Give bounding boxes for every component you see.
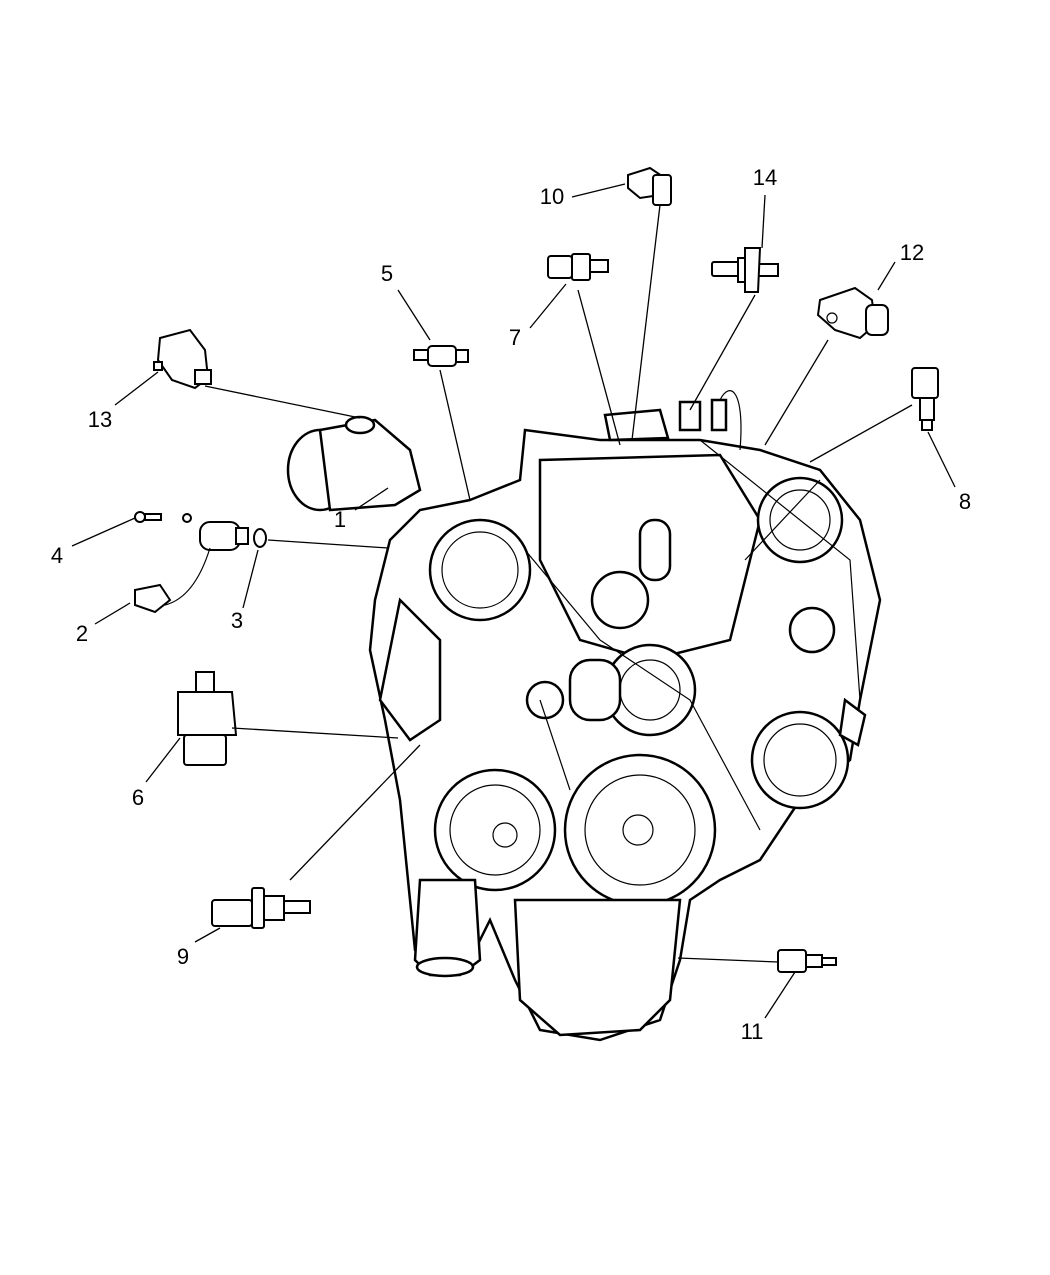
callout-1: 1 [333,507,347,532]
part-14 [711,247,779,293]
leader-lines [71,183,956,1019]
callout-5: 5 [380,261,394,286]
callout-11: 11 [740,1019,764,1044]
part-8 [911,367,939,431]
part-crank-sensor-with-harness [134,521,249,614]
part-9 [211,887,311,929]
part-4 [134,511,192,523]
callout-10: 10 [539,184,565,209]
callout-2: 2 [75,621,89,646]
callout-3: 3 [230,608,244,633]
part-6 [177,671,238,766]
part-11 [777,949,837,973]
callout-7: 7 [508,325,522,350]
part-12 [816,286,889,340]
engine-block [286,390,882,1042]
part-13 [153,328,212,390]
callout-14: 14 [752,165,778,190]
part-10 [627,166,672,206]
part-7 [547,253,609,281]
callout-6: 6 [131,785,145,810]
callout-9: 9 [176,944,190,969]
part-5 [413,345,469,367]
callout-8: 8 [958,489,972,514]
part-3 [253,528,267,548]
callout-13: 13 [87,407,113,432]
callout-4: 4 [50,543,64,568]
callout-12: 12 [899,240,925,265]
